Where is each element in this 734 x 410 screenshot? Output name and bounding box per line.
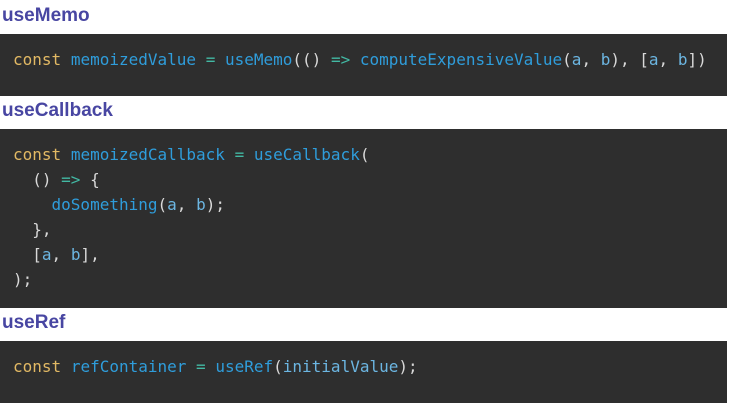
code-token	[630, 50, 640, 69]
code-token: (	[157, 195, 168, 214]
code-token: ,	[658, 50, 669, 69]
code-line: );	[13, 267, 713, 292]
code-block: const refContainer = useRef(initialValue…	[0, 341, 727, 403]
code-token: b	[677, 50, 688, 69]
code-token: );	[205, 195, 225, 214]
code-token	[321, 50, 331, 69]
code-token	[206, 357, 216, 376]
code-token	[350, 50, 360, 69]
code-token: memoizedValue	[70, 50, 197, 69]
code-token: );	[398, 357, 418, 376]
code-token: memoizedCallback	[70, 145, 225, 164]
code-token: );	[13, 270, 33, 289]
code-token	[52, 170, 62, 189]
code-token: useRef	[215, 357, 274, 376]
code-token: doSomething	[51, 195, 158, 214]
code-token: b	[70, 245, 81, 264]
section-heading: useCallback	[2, 100, 113, 121]
code-token	[13, 195, 52, 214]
code-token	[13, 220, 32, 239]
code-token: =>	[61, 170, 81, 189]
code-token: const	[13, 50, 62, 69]
code-token: a	[167, 195, 177, 214]
code-token	[61, 50, 71, 69]
code-token	[61, 245, 71, 264]
code-token	[186, 357, 196, 376]
code-token: (()	[292, 50, 322, 69]
code-token: =	[234, 145, 245, 164]
code-token: computeExpensiveValue	[359, 50, 563, 69]
code-token: a	[648, 50, 659, 69]
code-token	[668, 50, 678, 69]
code-line: () => {	[13, 167, 713, 192]
code-token	[225, 145, 235, 164]
code-token: b	[600, 50, 611, 69]
code-token: useCallback	[253, 145, 360, 164]
code-token: initialValue	[282, 357, 399, 376]
code-token: ),	[610, 50, 630, 69]
code-token: [	[639, 50, 649, 69]
code-token: ,	[176, 195, 187, 214]
code-token: (	[562, 50, 572, 69]
code-token	[186, 195, 196, 214]
section-heading: useMemo	[2, 5, 90, 26]
code-token	[244, 145, 254, 164]
code-block: const memoizedCallback = useCallback( ()…	[0, 129, 727, 308]
code-token: a	[571, 50, 582, 69]
code-token: {	[90, 170, 100, 189]
code-line: const memoizedCallback = useCallback(	[13, 142, 713, 167]
code-token	[13, 170, 32, 189]
code-line: },	[13, 217, 713, 242]
code-token	[61, 357, 71, 376]
code-token: =>	[330, 50, 351, 69]
code-token	[61, 145, 71, 164]
code-token: a	[41, 245, 52, 264]
code-token	[196, 50, 206, 69]
code-line: doSomething(a, b);	[13, 192, 713, 217]
code-token: (	[273, 357, 283, 376]
code-token: [	[32, 245, 42, 264]
code-token	[591, 50, 601, 69]
code-token: ],	[80, 245, 100, 264]
code-token: refContainer	[70, 357, 187, 376]
code-line: [a, b],	[13, 242, 713, 267]
code-token: },	[32, 220, 52, 239]
section-heading: useRef	[2, 312, 66, 333]
code-line: const memoizedValue = useMemo(() => comp…	[13, 47, 713, 72]
code-token	[13, 245, 32, 264]
code-block: const memoizedValue = useMemo(() => comp…	[0, 34, 727, 96]
code-token	[215, 50, 225, 69]
code-line: const refContainer = useRef(initialValue…	[13, 354, 713, 379]
code-token: ,	[51, 245, 62, 264]
code-token: ,	[581, 50, 592, 69]
code-token: const	[13, 357, 62, 376]
code-token	[80, 170, 90, 189]
code-token: const	[13, 145, 62, 164]
code-token: ])	[687, 50, 707, 69]
code-token: ()	[32, 170, 52, 189]
code-token: useMemo	[224, 50, 293, 69]
code-token: b	[196, 195, 206, 214]
code-token: =	[196, 357, 206, 376]
code-token: (	[359, 145, 370, 164]
code-token: =	[205, 50, 216, 69]
